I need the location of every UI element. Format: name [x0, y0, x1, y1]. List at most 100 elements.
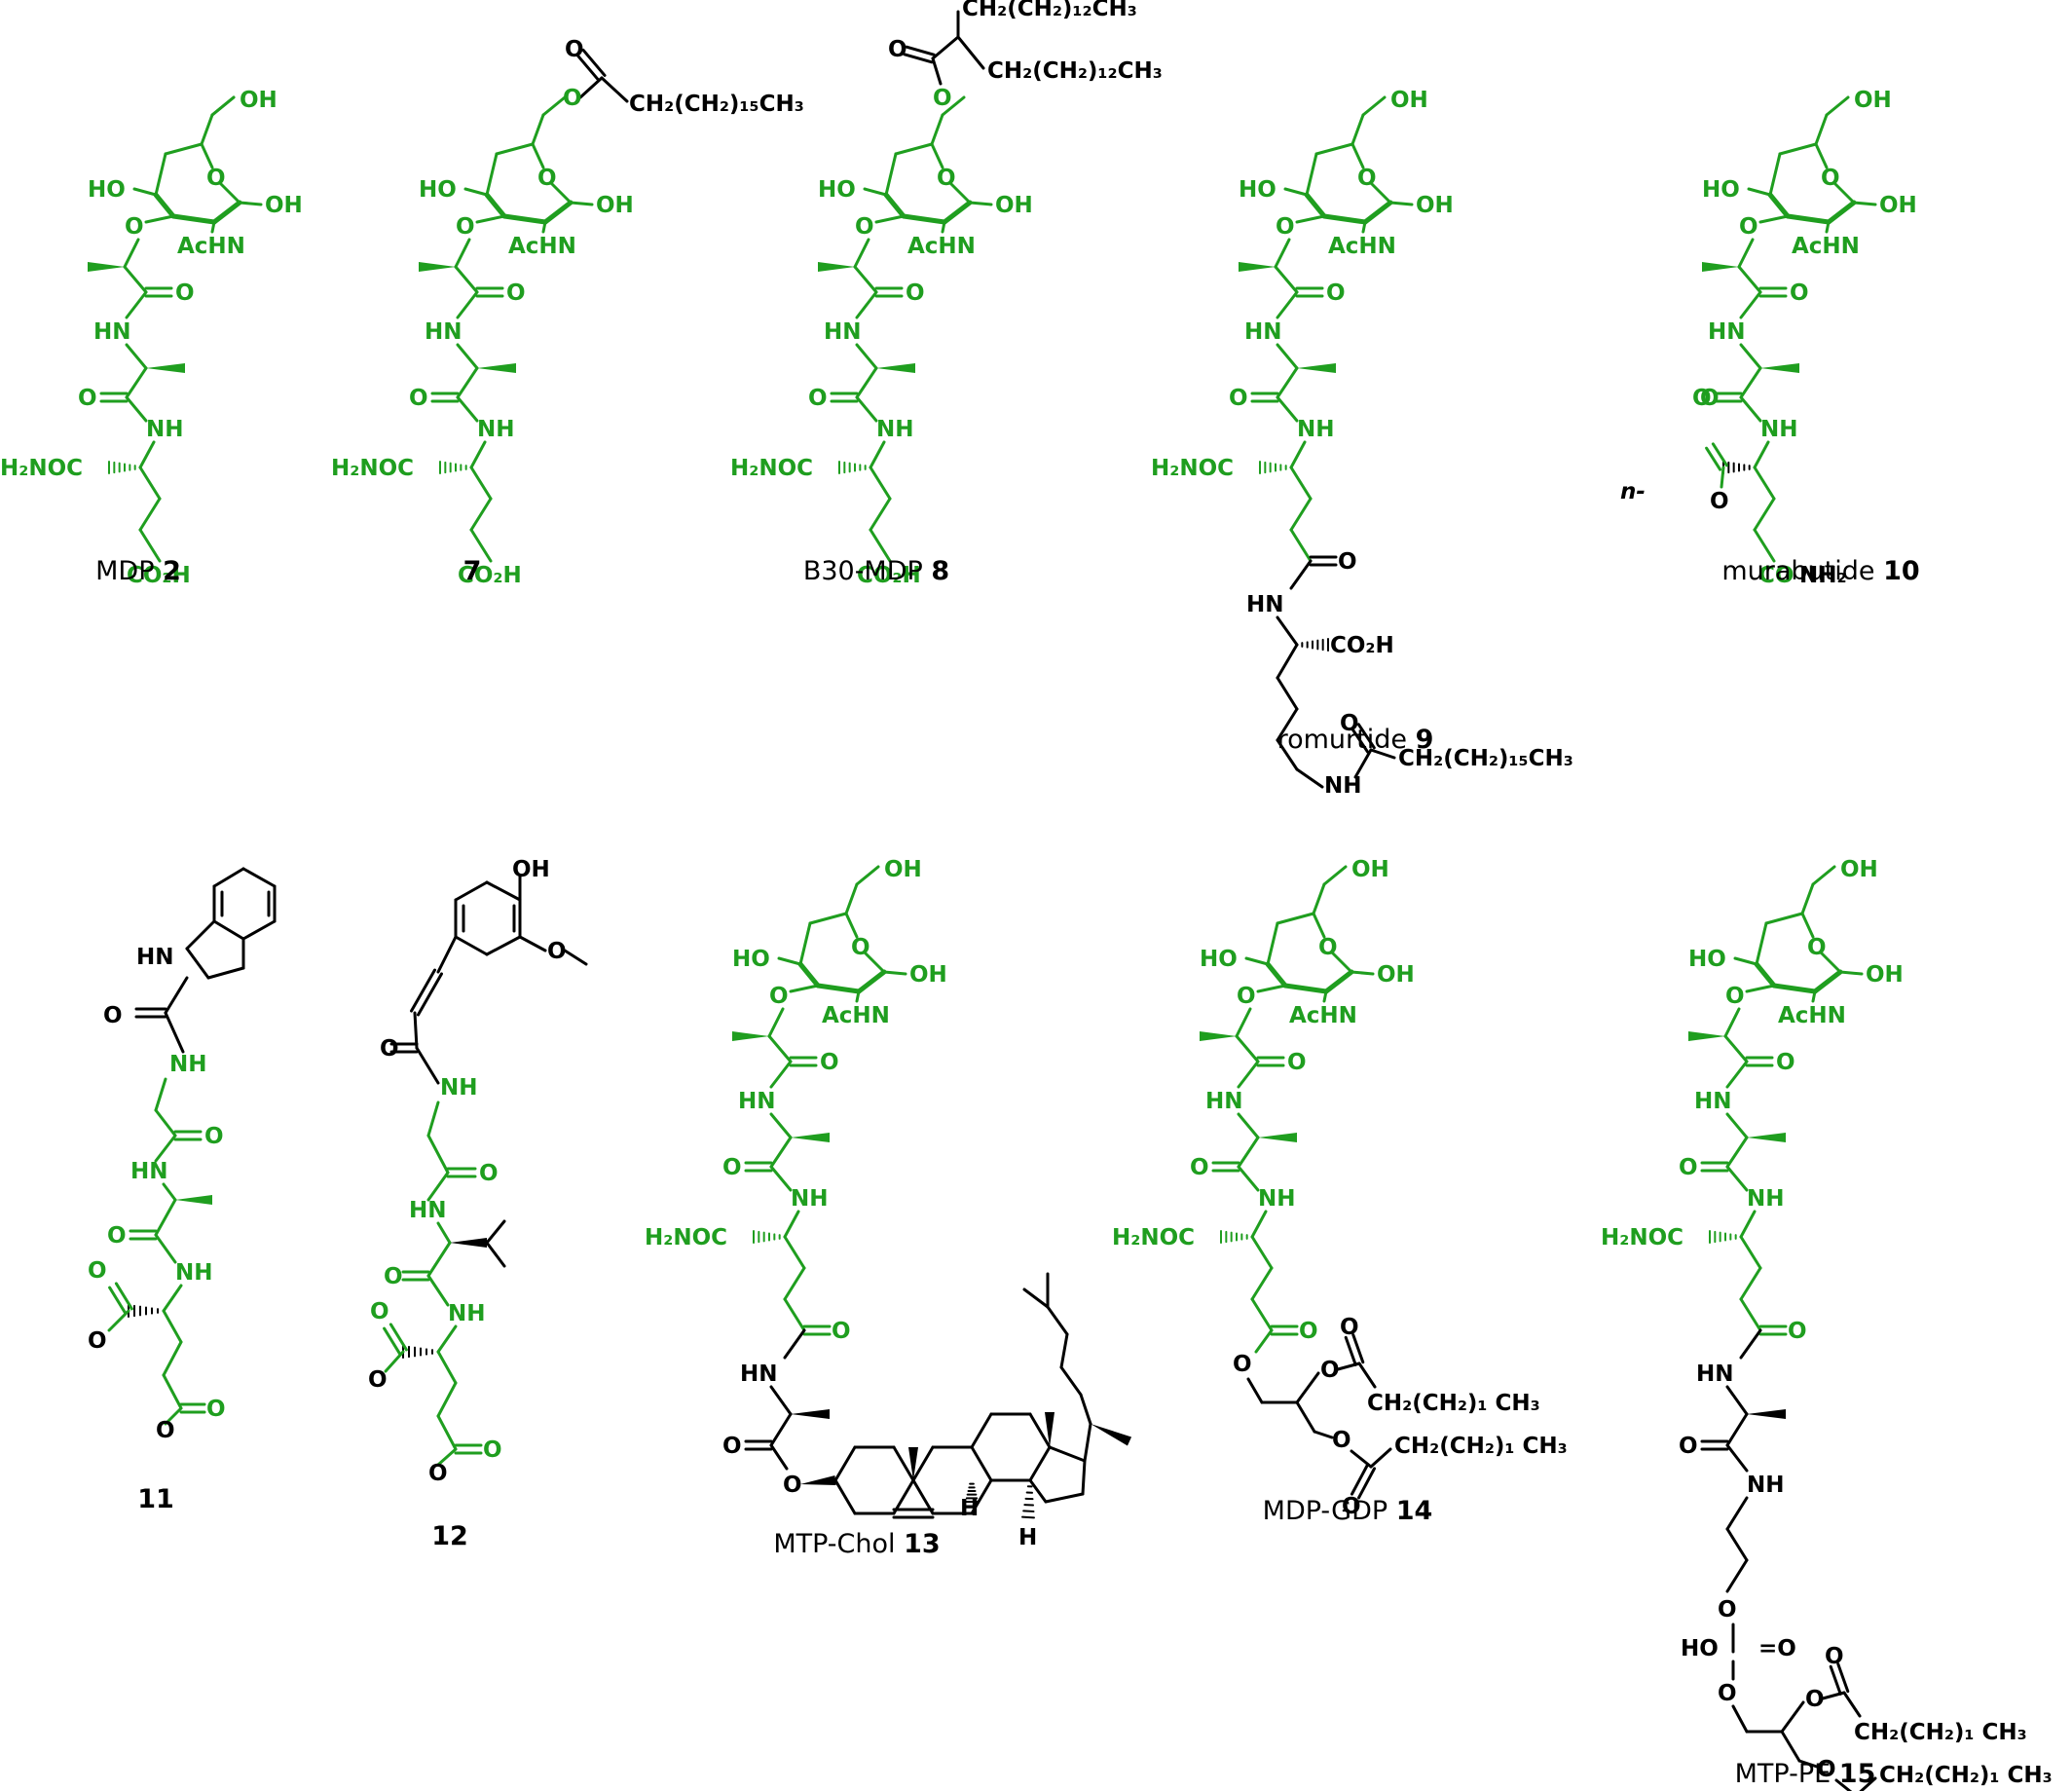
angular-methyl-wedge: [1045, 1412, 1054, 1447]
glutamyl-chain: [1753, 497, 1776, 532]
acyl-bond: [1859, 1776, 1877, 1791]
amide-bond: [456, 290, 479, 319]
acetamido-label: AcHN: [177, 234, 245, 259]
pyranose-ring: [844, 912, 859, 939]
lactyl-bond: [454, 238, 471, 269]
c6-bond: [1825, 95, 1850, 117]
lactyl-bond: [767, 1007, 785, 1038]
indole-pyrrole: [185, 919, 216, 951]
ether-bond: [874, 214, 906, 224]
carbonyl-oxygen-label: O: [479, 1161, 499, 1186]
hydrogen-hash: [1021, 1515, 1035, 1519]
phenol-ring: [485, 935, 522, 956]
amide-bond: [1725, 1060, 1749, 1089]
backbone-bond: [436, 1221, 452, 1245]
compound-caption-12: 12: [431, 1521, 468, 1551]
ethanolamine-bond: [1725, 1496, 1749, 1531]
backbone-bond: [855, 366, 878, 399]
acyl-bond: [1357, 1362, 1377, 1389]
pyranose-ring: [1305, 152, 1318, 197]
amide-nh-label: NH: [477, 417, 515, 442]
compound-caption-9: romurtide 9: [1277, 725, 1434, 755]
methyl-wedge: [1688, 1031, 1725, 1041]
glycerol-bond: [1313, 1430, 1334, 1439]
c6-bond: [1361, 95, 1387, 117]
glutamyl-chain: [1753, 528, 1776, 563]
glycerol-bond: [1731, 1704, 1749, 1734]
methyl-wedge: [1200, 1031, 1237, 1041]
steroid-ring-a: [892, 1478, 915, 1515]
backbone-bond: [1753, 440, 1770, 469]
compound-name: MTP-PE: [1735, 1759, 1839, 1789]
oh-bond: [238, 201, 263, 206]
amide-nh-label: NH: [1747, 1186, 1785, 1212]
glutamyl-chain: [869, 466, 892, 501]
vinyl-double-bond: [416, 972, 443, 1017]
glutamyl-chain: [1289, 528, 1313, 563]
ring-oxygen-label: O: [206, 166, 226, 191]
ester-bond: [1254, 1328, 1274, 1354]
hydroxyl-label: OH: [240, 88, 278, 113]
ester-oxygen-label: O: [783, 1473, 802, 1498]
oh-bond: [1852, 201, 1877, 206]
methyl-wedge: [1239, 262, 1276, 272]
glycerol-bond: [1780, 1700, 1805, 1734]
pyranose-ring: [1312, 912, 1326, 939]
alanine-methyl-wedge: [175, 1195, 212, 1205]
compound-number: 10: [1883, 556, 1920, 586]
lactyl-bond: [853, 238, 870, 269]
pyranose-ring: [164, 142, 204, 156]
isopropyl-bond: [1022, 1287, 1050, 1309]
c6-bond: [930, 113, 944, 146]
backbone-bond: [125, 343, 148, 370]
glutamyl-chain: [869, 497, 892, 532]
compound-name: MDP-GDP: [1263, 1496, 1396, 1526]
backbone-bond: [1237, 1112, 1260, 1139]
phosphate-oxygen-label: O: [1718, 1681, 1737, 1706]
compound-number: 13: [904, 1529, 941, 1559]
pyranose-ring: [1819, 951, 1842, 974]
pyranose-ring: [1755, 921, 1768, 966]
oh-bond: [1283, 187, 1309, 197]
amide-nh-label: HN: [1694, 1089, 1732, 1114]
pyranose-ring: [484, 192, 507, 219]
lactyl-bond: [454, 265, 479, 294]
amide-bond: [154, 1134, 177, 1163]
steroid-ring-d: [1028, 1478, 1048, 1504]
hydroxyl-label: HO: [1702, 177, 1740, 203]
carbonyl-oxygen-label: O: [88, 1258, 107, 1284]
glutamyl-chain: [1739, 1297, 1762, 1332]
ester-carbonyl-bond: [575, 54, 601, 83]
amide-bond: [1353, 748, 1373, 779]
carboxamide-label: H₂NOC: [1112, 1225, 1195, 1250]
ester-oxygen-label: O: [933, 86, 952, 111]
isopropyl-bond: [485, 1219, 506, 1245]
indole-benzene: [212, 867, 245, 888]
indole-benzene: [241, 919, 277, 941]
carbonyl-label: CO: [1758, 563, 1794, 588]
lactyl-bond: [767, 1034, 793, 1063]
methyl-wedge: [1091, 1424, 1132, 1446]
backbone-bond: [1739, 1210, 1757, 1239]
n-bond: [1811, 989, 1817, 1003]
hydroxyl-label: OH: [995, 193, 1033, 218]
n-bond: [541, 220, 547, 234]
ester-bond: [1834, 1778, 1853, 1791]
ester-oxygen-label: O: [156, 1418, 175, 1443]
ester-carbonyl-oxygen: O: [565, 37, 584, 62]
backbone-bond: [154, 1233, 177, 1264]
n-bond: [855, 989, 861, 1003]
lactyl-bond: [1737, 238, 1755, 269]
hydroxyl-label: HO: [1239, 177, 1276, 203]
amide-nh-label: HN: [1246, 592, 1284, 617]
ether-bond: [1295, 214, 1326, 224]
lysine-side-chain: [1276, 707, 1299, 742]
ring-oxygen-label: O: [1318, 935, 1338, 960]
acyl-chain-label: CH₂(CH₂)₁ CH₃: [1367, 1391, 1540, 1416]
pyranose-ring: [1369, 181, 1392, 205]
backbone-bond: [1739, 343, 1762, 370]
glycine-bond: [426, 1101, 440, 1138]
pyranose-ring: [1826, 200, 1857, 225]
pyranose-ring: [1266, 921, 1279, 966]
c6-bond: [1322, 865, 1348, 886]
